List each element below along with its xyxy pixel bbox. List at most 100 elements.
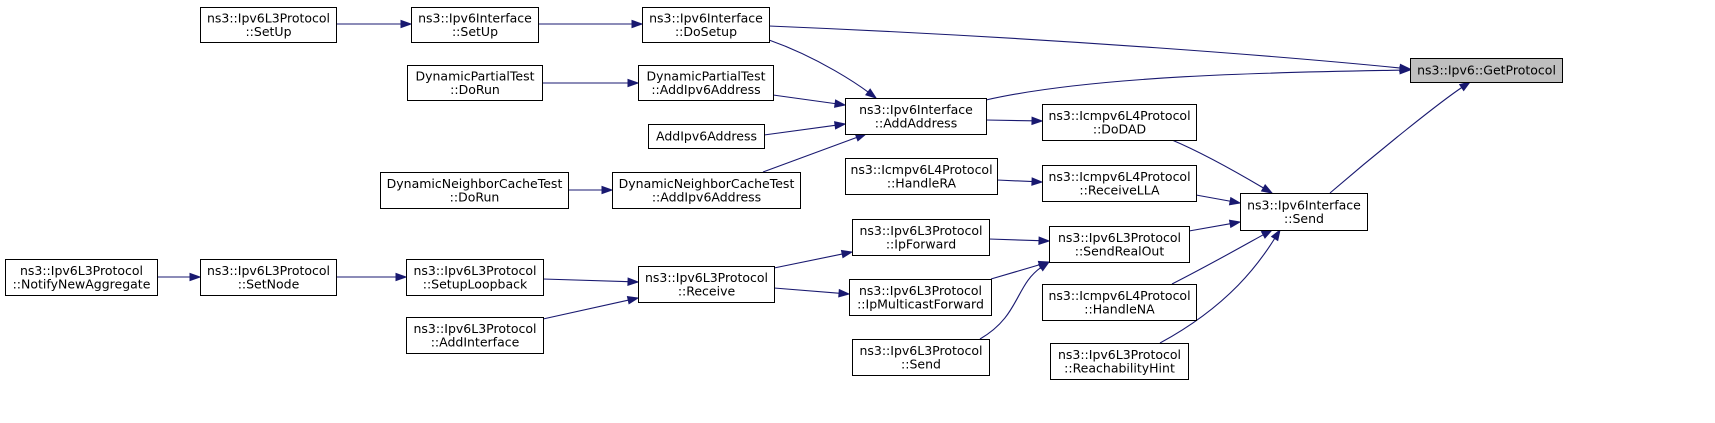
nodes-layer: ns3::Ipv6::GetProtocolns3::Ipv6L3Protoco… — [5, 7, 1563, 380]
node-dpt-dorun[interactable]: DynamicPartialTest::DoRun — [407, 65, 543, 101]
node-if-send-box[interactable] — [1240, 193, 1368, 231]
node-l3-addif[interactable]: ns3::Ipv6L3Protocol::AddInterface — [406, 317, 544, 354]
node-icmp-dodad[interactable]: ns3::Icmpv6L4Protocol::DoDAD — [1042, 104, 1197, 141]
node-if-addaddr-label-1: ns3::Ipv6Interface — [859, 102, 973, 117]
node-if-send-label-2: ::Send — [1284, 211, 1324, 226]
node-dpt-addaddr-label-1: DynamicPartialTest — [646, 68, 765, 83]
node-icmp-dodad-label-2: ::DoDAD — [1093, 121, 1146, 136]
edges-layer — [157, 19, 1472, 344]
node-if-dosetup[interactable]: ns3::Ipv6Interface::DoSetup — [642, 7, 770, 43]
node-if-dosetup-label-2: ::DoSetup — [675, 24, 737, 39]
node-l3-sendreal-box[interactable] — [1049, 226, 1190, 263]
edge-icmp-handlera-to-icmp-recvlla-line — [996, 179, 1034, 183]
node-l3-setuplb-box[interactable] — [406, 259, 544, 296]
node-l3-send-label-2: ::Send — [901, 356, 941, 371]
edge-l3-receive-to-l3-ipmcast-arrowhead — [838, 288, 851, 298]
node-l3-ipmcast-box[interactable] — [849, 279, 992, 316]
node-l3-setuplb[interactable]: ns3::Ipv6L3Protocol::SetupLoopback — [406, 259, 544, 296]
node-if-setup[interactable]: ns3::Ipv6Interface::SetUp — [411, 7, 539, 43]
edge-dnc-addaddr-to-if-addaddr-arrowhead — [854, 133, 868, 142]
node-icmp-handlera-box[interactable] — [845, 158, 998, 195]
node-dnc-addaddr-label-1: DynamicNeighborCacheTest — [619, 176, 795, 191]
node-dnc-addaddr[interactable]: DynamicNeighborCacheTest::AddIpv6Address — [612, 172, 801, 209]
node-addipv6-box[interactable] — [648, 124, 765, 149]
edge-l3-sendreal-to-if-send-arrowhead — [1228, 219, 1242, 229]
node-dpt-addaddr-box[interactable] — [638, 65, 774, 101]
node-l3-setuplb-label-2: ::SetupLoopback — [423, 276, 528, 291]
edge-if-setup-to-if-dosetup — [538, 19, 644, 29]
edge-l3-ipfwd-to-l3-sendreal-arrowhead — [1038, 236, 1051, 245]
edge-addipv6-to-if-addaddr — [763, 121, 847, 136]
edge-addipv6-to-if-addaddr-arrowhead — [834, 121, 847, 130]
node-l3-send[interactable]: ns3::Ipv6L3Protocol::Send — [852, 339, 990, 376]
edge-l3-send-to-l3-sendreal-line — [979, 266, 1042, 340]
node-if-send[interactable]: ns3::Ipv6Interface::Send — [1240, 193, 1368, 231]
node-l3-notify[interactable]: ns3::Ipv6L3Protocol::NotifyNewAggregate — [5, 259, 158, 296]
node-icmp-dodad-box[interactable] — [1042, 104, 1197, 141]
node-icmp-handlera[interactable]: ns3::Icmpv6L4Protocol::HandleRA — [845, 158, 998, 195]
edge-if-dosetup-to-root — [768, 25, 1412, 73]
node-l3-setup[interactable]: ns3::Ipv6L3Protocol::SetUp — [200, 7, 337, 43]
node-dpt-dorun-label-2: ::DoRun — [450, 82, 500, 97]
edge-icmp-dodad-to-if-send-arrowhead — [1260, 183, 1274, 194]
node-root: ns3::Ipv6::GetProtocol — [1410, 58, 1563, 83]
node-l3-ipmcast[interactable]: ns3::Ipv6L3Protocol::IpMulticastForward — [849, 279, 992, 316]
node-l3-reach[interactable]: ns3::Ipv6L3Protocol::ReachabilityHint — [1050, 343, 1189, 380]
node-icmp-recvlla-label-2: ::ReceiveLLA — [1079, 182, 1160, 197]
node-l3-addif-box[interactable] — [406, 317, 544, 354]
node-l3-receive[interactable]: ns3::Ipv6L3Protocol::Receive — [638, 266, 775, 303]
edge-if-addaddr-to-icmp-dodad — [985, 116, 1044, 126]
node-icmp-recvlla-label-1: ns3::Icmpv6L4Protocol — [1048, 169, 1190, 184]
node-l3-send-box[interactable] — [852, 339, 990, 376]
node-if-dosetup-label-1: ns3::Ipv6Interface — [649, 10, 763, 25]
node-l3-ipfwd-label-1: ns3::Ipv6L3Protocol — [859, 223, 982, 238]
node-dpt-dorun-box[interactable] — [407, 65, 543, 101]
edge-l3-setuplb-to-l3-receive — [542, 277, 640, 286]
node-l3-ipfwd-box[interactable] — [852, 219, 990, 256]
node-dnc-addaddr-label-2: ::AddIpv6Address — [652, 189, 761, 204]
edge-l3-receive-to-l3-ipmcast-line — [773, 287, 841, 294]
node-if-addaddr[interactable]: ns3::Ipv6Interface::AddAddress — [845, 98, 987, 135]
node-icmp-handlena-box[interactable] — [1042, 284, 1197, 321]
node-dnc-dorun-box[interactable] — [380, 172, 569, 209]
node-l3-sendreal[interactable]: ns3::Ipv6L3Protocol::SendRealOut — [1049, 226, 1190, 263]
node-if-addaddr-box[interactable] — [845, 98, 987, 135]
node-root-box — [1410, 58, 1563, 83]
node-dnc-addaddr-box[interactable] — [612, 172, 801, 209]
node-l3-sendreal-label-1: ns3::Ipv6L3Protocol — [1058, 230, 1181, 245]
edge-dnc-dorun-to-dnc-addaddr — [568, 185, 614, 195]
node-l3-ipmcast-label-2: ::IpMulticastForward — [857, 296, 984, 311]
node-icmp-handlena-label-2: ::HandleNA — [1084, 301, 1155, 316]
edge-l3-receive-to-l3-ipfwd-line — [773, 253, 844, 269]
edge-dpt-dorun-to-dpt-addaddr — [542, 78, 640, 88]
edge-dnc-dorun-to-dnc-addaddr-arrowhead — [601, 185, 614, 195]
node-l3-ipmcast-label-1: ns3::Ipv6L3Protocol — [859, 283, 982, 298]
node-addipv6[interactable]: AddIpv6Address — [648, 124, 765, 149]
node-l3-notify-label-1: ns3::Ipv6L3Protocol — [20, 263, 143, 278]
node-l3-receive-label-1: ns3::Ipv6L3Protocol — [645, 270, 768, 285]
node-icmp-recvlla[interactable]: ns3::Icmpv6L4Protocol::ReceiveLLA — [1042, 165, 1197, 202]
node-icmp-recvlla-box[interactable] — [1042, 165, 1197, 202]
node-l3-receive-box[interactable] — [638, 266, 775, 303]
node-dpt-addaddr-label-2: ::AddIpv6Address — [651, 82, 760, 97]
edge-dpt-addaddr-to-if-addaddr — [772, 94, 847, 108]
edge-l3-send-to-l3-sendreal — [979, 261, 1051, 340]
node-dnc-dorun-label-1: DynamicNeighborCacheTest — [387, 176, 563, 191]
node-if-setup-box[interactable] — [411, 7, 539, 43]
node-if-dosetup-box[interactable] — [642, 7, 770, 43]
node-l3-setup-box[interactable] — [200, 7, 337, 43]
node-l3-setnode[interactable]: ns3::Ipv6L3Protocol::SetNode — [200, 259, 337, 296]
edge-if-dosetup-to-if-addaddr-arrowhead — [865, 88, 878, 99]
node-dnc-dorun[interactable]: DynamicNeighborCacheTest::DoRun — [380, 172, 569, 209]
node-l3-notify-box[interactable] — [5, 259, 158, 296]
edge-l3-addif-to-l3-receive-arrowhead — [626, 296, 640, 305]
node-l3-setnode-box[interactable] — [200, 259, 337, 296]
node-l3-setnode-label-1: ns3::Ipv6L3Protocol — [207, 263, 330, 278]
node-dpt-addaddr[interactable]: DynamicPartialTest::AddIpv6Address — [638, 65, 774, 101]
node-l3-reach-box[interactable] — [1050, 343, 1189, 380]
edge-if-setup-to-if-dosetup-arrowhead — [631, 19, 644, 29]
edge-icmp-handlera-to-icmp-recvlla — [996, 177, 1044, 186]
node-l3-ipfwd[interactable]: ns3::Ipv6L3Protocol::IpForward — [852, 219, 990, 256]
node-icmp-handlena[interactable]: ns3::Icmpv6L4Protocol::HandleNA — [1042, 284, 1197, 321]
